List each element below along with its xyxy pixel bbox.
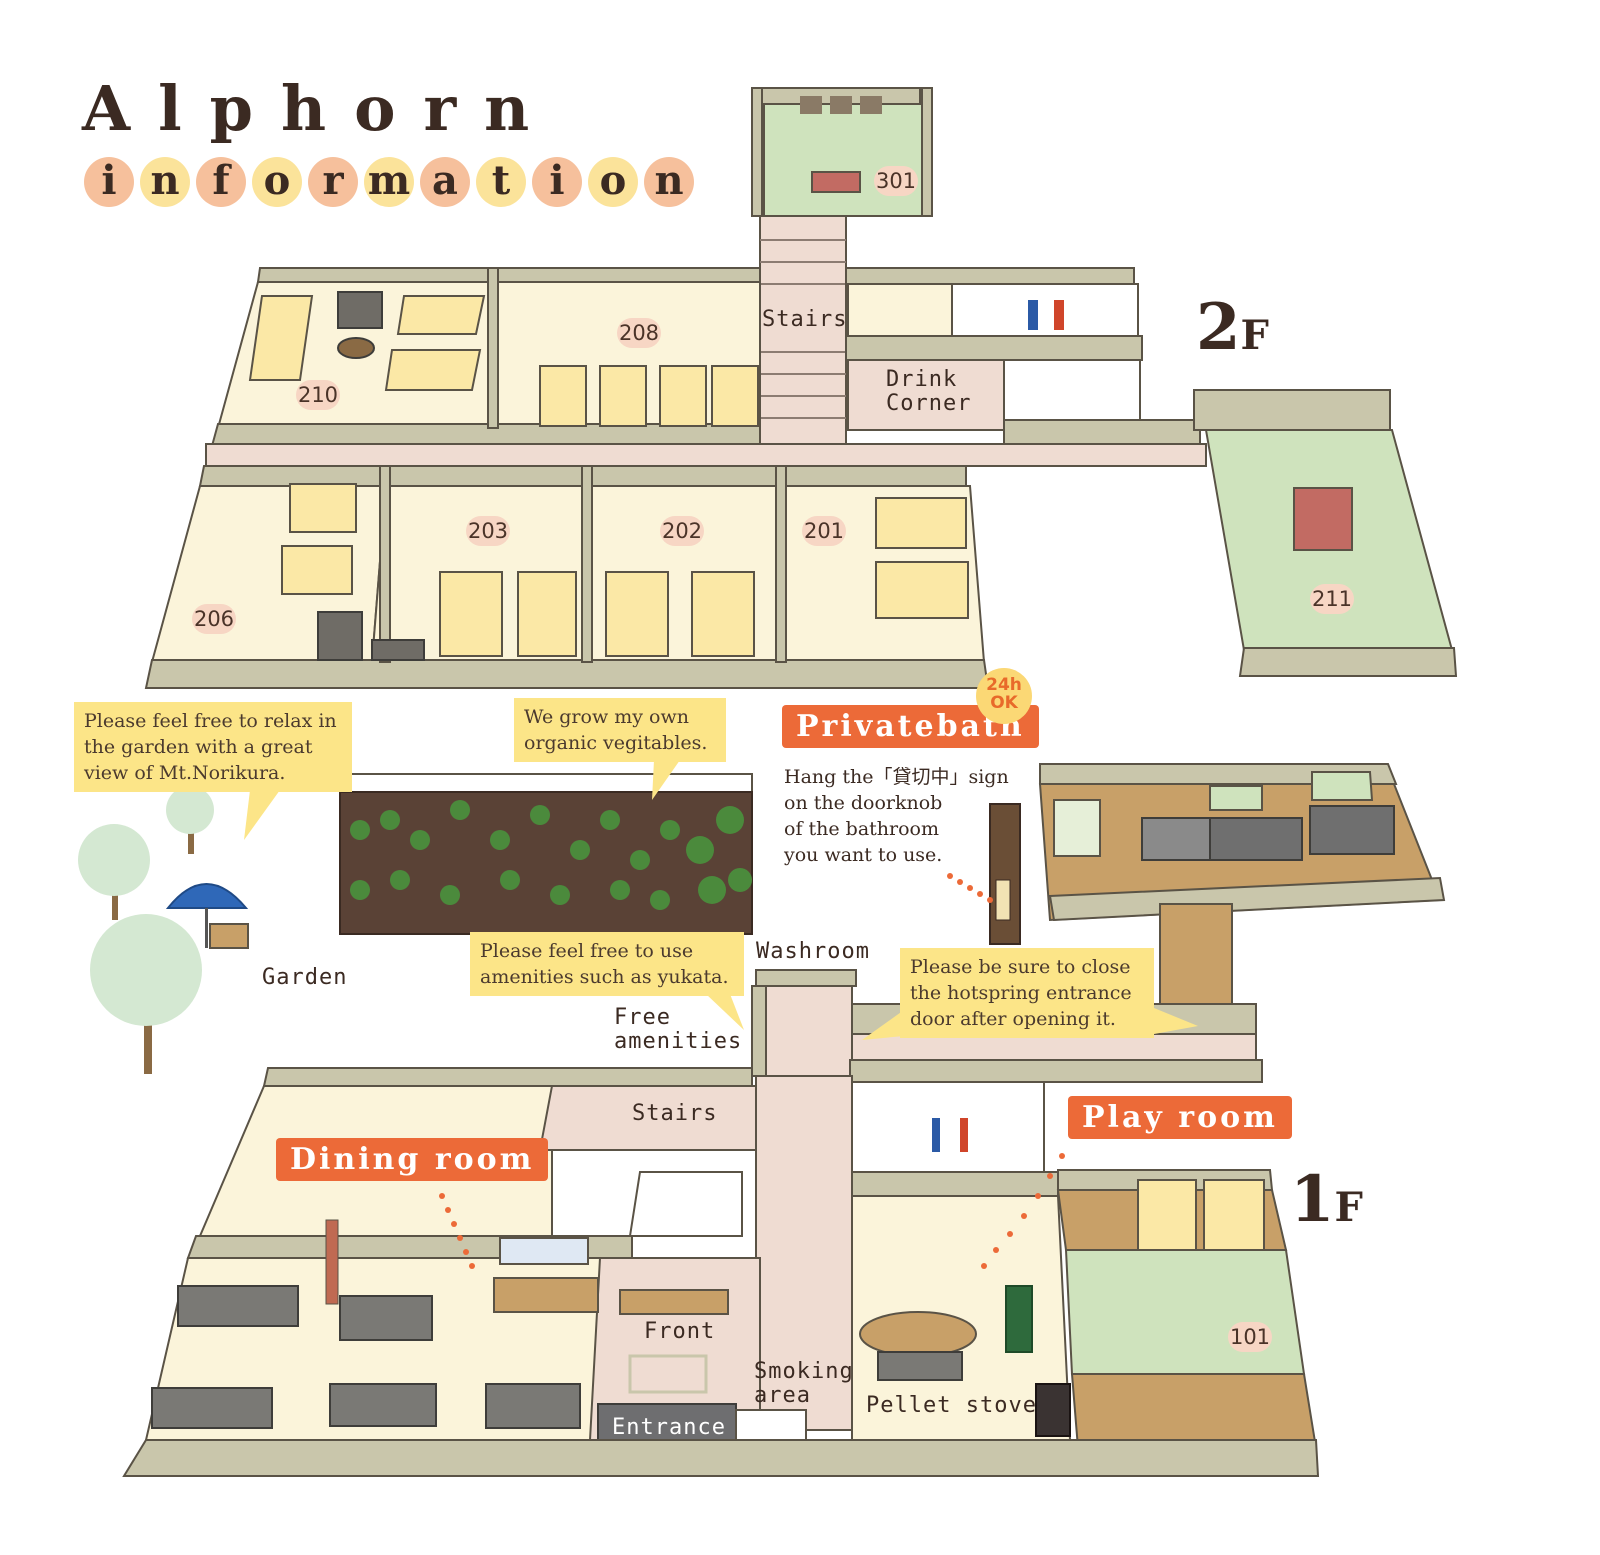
bath-sign-pointer bbox=[947, 873, 993, 903]
subtitle-letter: r bbox=[308, 157, 358, 207]
subtitle-letter: i bbox=[532, 157, 582, 207]
entrance-label: Entrance bbox=[612, 1415, 726, 1440]
room-number-301: 301 bbox=[874, 166, 918, 196]
room-number-208: 208 bbox=[617, 318, 661, 348]
amenities-callout-tail bbox=[706, 994, 744, 1030]
room-number-101: 101 bbox=[1228, 1322, 1272, 1352]
amenities-callout: Please feel free to use amenities such a… bbox=[470, 932, 744, 996]
badge-ok-text: OK bbox=[990, 693, 1018, 713]
garden-callout: Please feel free to relax in the garden … bbox=[74, 702, 352, 792]
subtitle-letter: m bbox=[364, 157, 414, 207]
room-number-206: 206 bbox=[192, 604, 236, 634]
room-number-210: 210 bbox=[296, 380, 340, 410]
dining-tables bbox=[151, 1285, 581, 1429]
subtitle-letter: t bbox=[476, 157, 526, 207]
room-211 bbox=[1193, 389, 1458, 677]
badge-24h-text: 24h bbox=[986, 675, 1022, 695]
stairs-1f-label: Stairs bbox=[632, 1101, 718, 1126]
bath-sign-note: Hang the「貸切中」sign on the doorknob of the… bbox=[784, 766, 1009, 866]
garden-trees bbox=[78, 786, 249, 1074]
floor-1-suffix: F bbox=[1334, 1184, 1363, 1231]
subtitle-letter: n bbox=[140, 157, 190, 207]
washroom-label: Washroom bbox=[756, 939, 870, 964]
playroom-pointer bbox=[981, 1153, 1065, 1269]
private-bath-area bbox=[989, 763, 1446, 1007]
garden-callout-tail bbox=[244, 790, 280, 840]
room-number-203: 203 bbox=[466, 516, 510, 546]
page-title: Alphorn bbox=[82, 72, 558, 145]
dining-room-tag: Dining room bbox=[276, 1138, 549, 1181]
stairs-2f-label: Stairs bbox=[762, 307, 848, 332]
smoking-area-label: Smoking area bbox=[754, 1359, 854, 1408]
room-number-202: 202 bbox=[660, 516, 704, 546]
floor-2-suffix: F bbox=[1240, 312, 1269, 359]
free-amenities-label: Free amenities bbox=[614, 1005, 743, 1054]
24h-ok-badge: 24h OK bbox=[976, 668, 1032, 724]
veg-callout-tail bbox=[652, 760, 680, 800]
hotspring-callout-tail-left bbox=[862, 1010, 904, 1040]
hotspring-callout: Please be sure to close the hotspring en… bbox=[900, 948, 1154, 1038]
floor-marker-1f: 1F bbox=[1290, 1162, 1363, 1237]
hotspring-callout-tail-right bbox=[1154, 1008, 1198, 1034]
subtitle-letter: i bbox=[84, 157, 134, 207]
room-number-211: 211 bbox=[1310, 584, 1354, 614]
garden-label: Garden bbox=[262, 965, 348, 990]
subtitle-letter: n bbox=[644, 157, 694, 207]
subtitle-letter: o bbox=[588, 157, 638, 207]
corridor-2f bbox=[205, 443, 1207, 467]
floor-marker-2f: 2F bbox=[1196, 290, 1269, 365]
subtitle-letter: a bbox=[420, 157, 470, 207]
subtitle-letter: o bbox=[252, 157, 302, 207]
play-room bbox=[1056, 1169, 1318, 1449]
dining-pointer bbox=[439, 1193, 475, 1269]
floor-2-number: 2 bbox=[1196, 290, 1241, 365]
subtitle-letter: f bbox=[196, 157, 246, 207]
drink-corner-label: Drink Corner bbox=[886, 367, 972, 416]
pellet-stove-label: Pellet stove bbox=[866, 1393, 1037, 1418]
floor-1-number: 1 bbox=[1290, 1162, 1335, 1237]
room-301 bbox=[751, 87, 933, 217]
front-desk-label: Front bbox=[644, 1319, 716, 1344]
stairs-steps bbox=[760, 239, 846, 419]
vegetables-callout: We grow my own organic vegitables. bbox=[514, 698, 726, 762]
play-room-tag: Play room bbox=[1068, 1096, 1292, 1139]
room-number-201: 201 bbox=[802, 516, 846, 546]
vegetable-garden bbox=[339, 773, 753, 935]
